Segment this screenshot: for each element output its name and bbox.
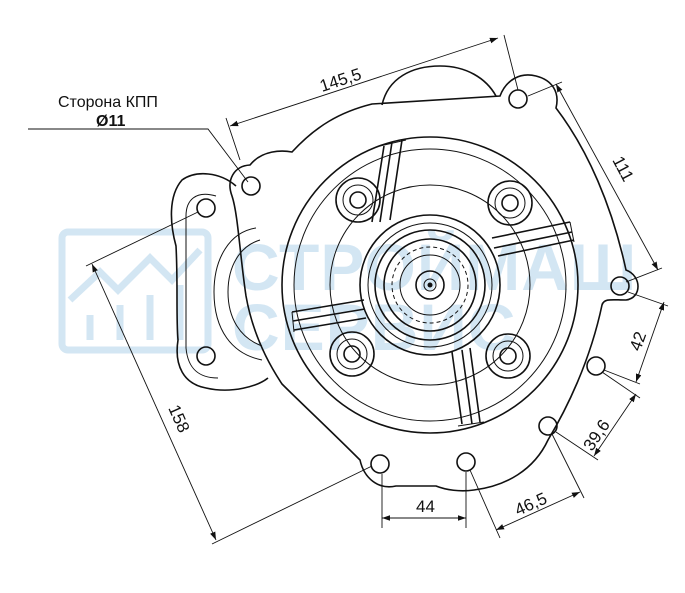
dim-right-upper: 42 (603, 291, 669, 385)
bolt-bosses (329, 177, 533, 379)
spline-outer (391, 246, 469, 324)
dim-right: 111 (527, 81, 663, 283)
hole-right (610, 276, 630, 296)
shaft-ring (415, 270, 445, 300)
rib-left-cap (291, 311, 295, 333)
dim-right-upper-value: 42 (626, 329, 650, 353)
callout-hole-label: Ø11 (96, 113, 125, 130)
dim-top-value: 145,5 (317, 65, 363, 96)
dim-bottom-right: 46,5 (469, 433, 585, 539)
rib-bottom (451, 347, 481, 425)
rib-left (291, 299, 367, 331)
boss-top-right (487, 180, 533, 226)
hole-right-low (538, 416, 558, 436)
boss-bottom-right (485, 333, 531, 379)
hole-left-top (196, 198, 216, 218)
hub-ring-2 (367, 222, 493, 348)
hole-top-right (508, 89, 528, 109)
mid-ring (329, 184, 531, 386)
dim-right-lower: 39,6 (555, 371, 641, 461)
hole-bottom-mid (456, 452, 476, 472)
spline-inner (399, 254, 461, 316)
center-body (281, 136, 579, 434)
rib-bottom-cap (457, 421, 485, 427)
left-ear-boss-inner (227, 239, 263, 347)
callout-leader (28, 128, 249, 183)
boss-bottom-left (329, 331, 375, 377)
hub-ring-1 (359, 214, 501, 356)
outer-ring (281, 136, 579, 434)
hub-ring-4 (383, 238, 477, 332)
dim-bottom-right-value: 46,5 (512, 489, 550, 520)
watermark-logo-bars (86, 285, 184, 340)
hole-bottom-left (370, 454, 390, 474)
rib-top-cap (379, 139, 407, 147)
dim-right-value: 111 (608, 153, 637, 185)
dim-right-lower-value: 39,6 (580, 416, 614, 454)
hub-ring-3 (374, 229, 486, 341)
dim-bottom-left: 44 (381, 472, 467, 528)
boss-top-left (335, 177, 381, 223)
callout: Сторона КПП Ø11 (28, 94, 249, 183)
dim-bottom-left-value: 44 (416, 497, 435, 516)
outer-ring-2 (293, 148, 567, 422)
hole-callout (241, 176, 261, 196)
shaft-center (423, 278, 437, 292)
hole-right-mid (586, 356, 606, 376)
callout-side-label: Сторона КПП (58, 94, 158, 111)
shaft-dot (427, 282, 433, 288)
dim-left-value: 158 (164, 402, 193, 436)
rib-top (371, 139, 403, 223)
